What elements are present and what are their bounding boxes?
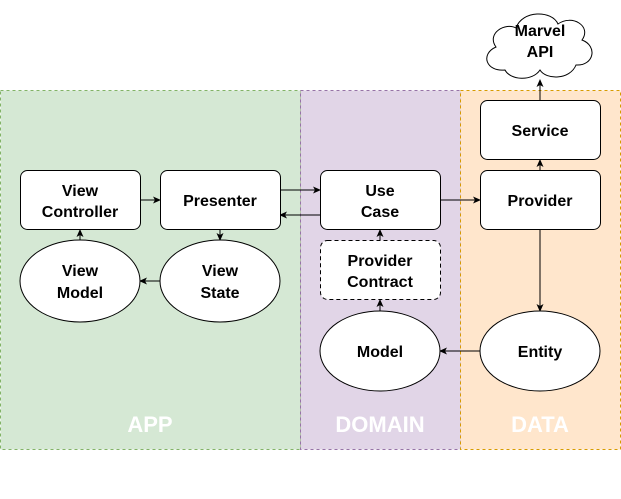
node-provider-contract: Provider Contract <box>320 240 441 300</box>
node-view-controller-box <box>20 170 141 230</box>
node-view-state-line-2: State <box>200 285 239 302</box>
edges <box>76 79 544 355</box>
node-marvel-api-line-2: API <box>527 44 554 61</box>
node-use-case-line-1: Use <box>365 183 394 200</box>
node-view-model-line-2: Model <box>57 285 103 302</box>
node-marvel-api: Marvel API <box>486 13 593 79</box>
node-provider-contract-line-1: Provider <box>348 253 413 270</box>
node-presenter: Presenter <box>160 170 281 230</box>
node-view-model-ellipse <box>19 239 141 323</box>
node-provider-contract-box <box>320 240 441 300</box>
node-view-controller-line-1: View <box>62 183 99 200</box>
node-service-label: Service <box>512 123 569 140</box>
node-entity: Entity <box>479 310 601 392</box>
node-service: Service <box>480 100 601 160</box>
node-entity-label: Entity <box>518 344 563 361</box>
node-use-case: Use Case <box>320 170 441 230</box>
node-model: Model <box>319 310 441 392</box>
node-provider-contract-line-2: Contract <box>347 274 413 291</box>
cloud-shape <box>486 13 593 79</box>
node-service-box <box>480 100 601 160</box>
node-provider: Provider <box>480 170 601 230</box>
node-use-case-box <box>320 170 441 230</box>
node-model-ellipse <box>319 310 441 392</box>
node-provider-label: Provider <box>508 193 573 210</box>
layer-domain-label: DOMAIN <box>335 412 424 437</box>
node-view-model: View Model <box>19 239 141 323</box>
node-presenter-label: Presenter <box>183 193 257 210</box>
node-view-model-line-1: View <box>62 263 99 280</box>
node-provider-box <box>480 170 601 230</box>
node-entity-ellipse <box>479 310 601 392</box>
node-use-case-line-2: Case <box>361 204 399 221</box>
node-presenter-box <box>160 170 281 230</box>
node-view-state-ellipse <box>159 239 281 323</box>
node-view-controller: View Controller <box>20 170 141 230</box>
layer-app-label: APP <box>127 412 172 437</box>
node-view-state-line-1: View <box>202 263 239 280</box>
node-model-label: Model <box>357 344 403 361</box>
layer-data-label: DATA <box>511 412 569 437</box>
node-view-controller-line-2: Controller <box>42 204 118 221</box>
node-marvel-api-line-1: Marvel <box>515 23 566 40</box>
node-view-state: View State <box>159 239 281 323</box>
